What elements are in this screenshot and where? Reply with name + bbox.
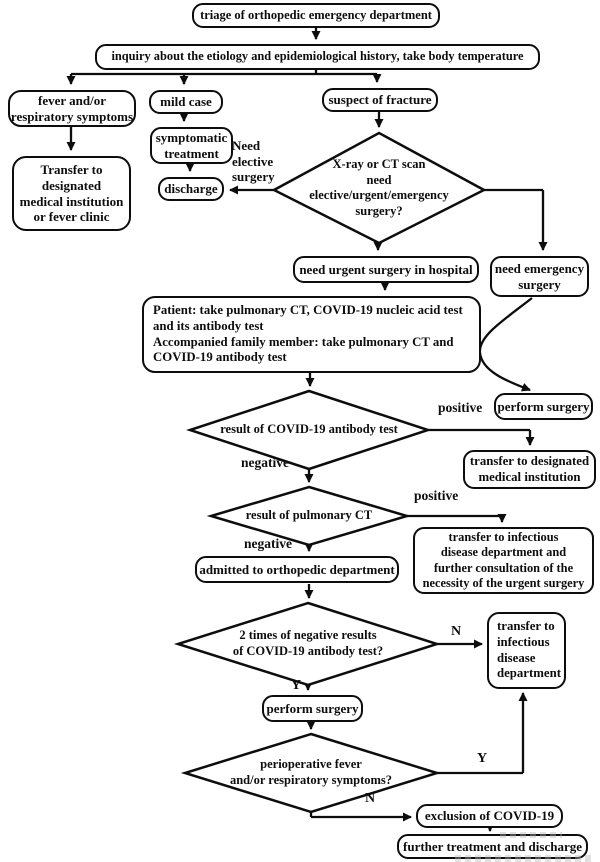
node-fever-symptoms: fever and/or respiratory symptoms [8, 90, 136, 127]
node-perform-surgery: perform surgery [262, 695, 363, 722]
node-mild-case: mild case [149, 90, 223, 114]
edge-label-ct-negative: negative [244, 536, 292, 551]
edge-label-antibody-negative: negative [241, 455, 289, 470]
watermark [455, 855, 595, 862]
edge-label-two-negative-yes: Y [291, 678, 302, 693]
decision-antibody-label: result of COVID-19 antibody test [220, 422, 398, 436]
node-suspect-fracture: suspect of fracture [322, 88, 438, 112]
node-perform-surgery-emergency: perform surgery [494, 393, 593, 420]
node-discharge: discharge [158, 177, 224, 201]
node-transfer-fever-clinic: Transfer to designated medical instituti… [12, 156, 131, 231]
edge-label-need-elective: Need elective surgery [232, 138, 275, 185]
decision-pulmonary-ct-label: result of pulmonary CT [245, 508, 373, 522]
node-symptomatic-treatment: symptomatic treatment [150, 127, 233, 164]
watermark [500, 832, 562, 838]
edge-label-antibody-positive: positive [438, 400, 483, 415]
node-transfer-designated: transfer to designated medical instituti… [463, 450, 596, 489]
node-need-urgent-surgery: need urgent surgery in hospital [293, 256, 479, 283]
node-further-treatment: further treatment and discharge [397, 834, 588, 859]
decision-perioperative-diamond [180, 732, 442, 814]
decision-xray-label: X-ray or CT scan need elective/urgent/em… [309, 157, 449, 218]
node-triage: triage of orthopedic emergency departmen… [192, 3, 440, 28]
node-transfer-infectious: transfer to infectious disease departmen… [487, 612, 566, 689]
decision-perioperative-label: perioperative fever and/or respiratory s… [229, 757, 393, 787]
node-need-emergency-surgery: need emergency surgery [490, 256, 589, 297]
node-inquiry: inquiry about the etiology and epidemiol… [95, 44, 540, 70]
decision-xray-diamond [271, 131, 487, 245]
node-patient-tests: Patient: take pulmonary CT, COVID-19 nuc… [142, 296, 481, 373]
edge-label-ct-positive: positive [414, 488, 459, 503]
decision-pulmonary-ct-diamond [206, 485, 412, 547]
decision-two-negative-label: 2 times of negative results of COVID-19 … [232, 628, 384, 658]
edge-label-perioperative-no: N [365, 791, 376, 806]
edge-label-perioperative-yes: Y [477, 751, 488, 766]
node-exclusion-covid: exclusion of COVID-19 [416, 804, 563, 828]
node-admitted-orthopedic: admitted to orthopedic department [195, 556, 399, 583]
decision-antibody-diamond [185, 389, 433, 471]
decision-two-negative-diamond [173, 601, 442, 687]
node-transfer-infectious-consult: transfer to infectious disease departmen… [413, 527, 594, 594]
edge-label-two-negative-no: N [451, 624, 462, 639]
